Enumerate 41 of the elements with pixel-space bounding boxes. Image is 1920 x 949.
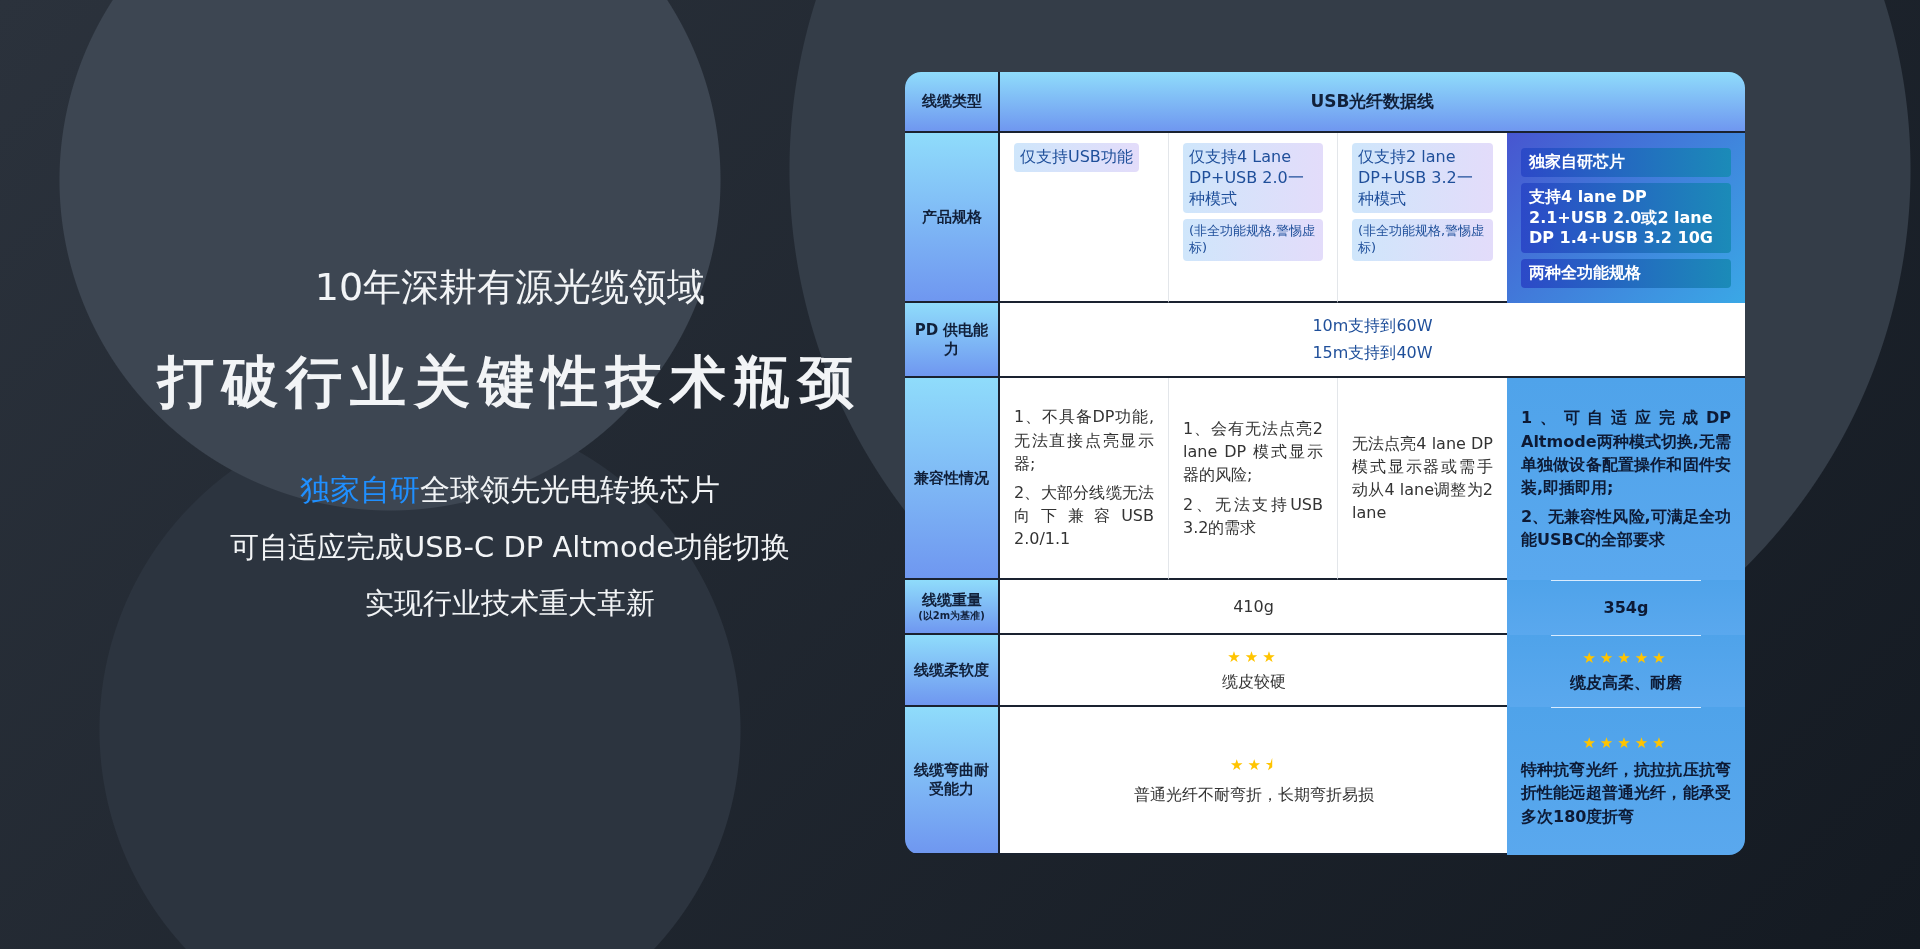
cell-text: 15m支持到40W	[1312, 342, 1433, 364]
header-text: 线缆弯曲耐受能力	[913, 761, 990, 799]
cell-text: 1、会有无法点亮2 lane DP 模式显示器的风险;	[1183, 418, 1323, 487]
spec-tag: 仅支持4 Lane DP+USB 2.0一种模式	[1183, 143, 1323, 214]
subheading: 可自适应完成USB-C DP Altmode功能切换	[229, 529, 791, 566]
heading-line: 10年深耕有源光缆领域	[313, 264, 707, 311]
header-text: 线缆重量	[921, 590, 982, 610]
cell-text: 缆皮高柔、耐磨	[1570, 672, 1682, 694]
header-text: 产品规格	[921, 207, 982, 227]
cell-text: 特种抗弯光纤，抗拉抗压抗弯折性能远超普通光纤，能承受多次180度折弯	[1521, 759, 1731, 828]
subheading: 独家自研全球领先光电转换芯片	[299, 471, 721, 509]
cell-text: 1、不具备DP功能,无法直接点亮显示器;	[1014, 406, 1154, 475]
spec-tag: 仅支持USB功能	[1014, 143, 1139, 172]
rating-stars: ★★★★★	[1582, 648, 1670, 667]
cell-text: 1、可自适应完成DP Altmode两种模式切换,无需单独做设备配置操作和固件安装,即插即用;	[1521, 407, 1731, 499]
spec-tag: 仅支持2 lane DP+USB 3.2一种模式	[1352, 143, 1493, 214]
cell-text: 410g	[1233, 597, 1274, 616]
header-text: 兼容性情况	[914, 468, 989, 488]
rating-stars: ★★★★★	[1582, 734, 1670, 753]
rating-stars: ★★⯨	[1230, 755, 1277, 776]
cell-text: 普通光纤不耐弯折，长期弯折易损	[1133, 785, 1374, 806]
header-note: (以2m为基准)	[918, 609, 985, 623]
spec-tag: 独家自研芯片	[1521, 148, 1731, 177]
cell-text: 354g	[1603, 598, 1649, 617]
spec-note: (非全功能规格,警惕虚标)	[1183, 219, 1323, 262]
header-text: PD 供电能力	[913, 320, 990, 359]
rating-stars: ★★★	[1227, 647, 1280, 666]
header-text: 线缆类型	[921, 92, 982, 111]
header-text: 线缆柔软度	[914, 660, 989, 680]
spec-tag: 两种全功能规格	[1521, 259, 1731, 288]
cell-text: 2、大部分线缆无法向下兼容USB 2.0/1.1	[1014, 482, 1154, 551]
cell-text: 缆皮较硬	[1221, 671, 1286, 693]
spec-tag: 支持4 lane DP 2.1+USB 2.0或2 lane DP 1.4+USB 3.2 10G	[1521, 182, 1731, 254]
header-text: USB光纤数据线	[1310, 90, 1435, 113]
cell-text: 2、无法支持USB 3.2的需求	[1183, 493, 1323, 539]
spec-note: (非全功能规格,警惕虚标)	[1352, 219, 1493, 262]
subheading: 实现行业技术重大革新	[364, 585, 656, 622]
cell-text: 无法点亮4 lane DP模式显示器或需手动从4 lane调整为2 lane	[1352, 432, 1493, 525]
cell-text: 2、无兼容性风险,可满足全功能USBC的全部要求	[1521, 506, 1731, 552]
cell-text: 10m支持到60W	[1312, 315, 1433, 337]
headline: 打破行业关键性技术瓶颈	[155, 348, 863, 416]
